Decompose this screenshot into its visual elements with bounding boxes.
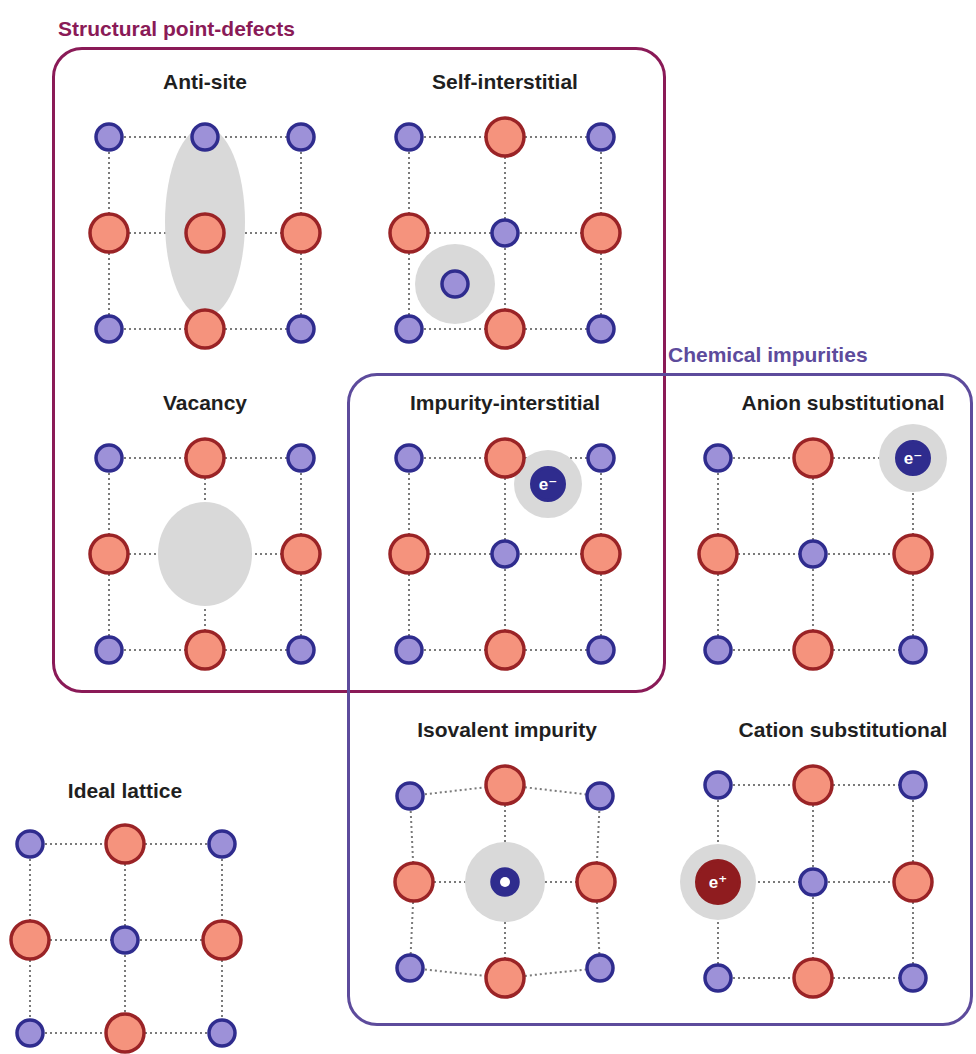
panel-title: Anti-site	[163, 70, 247, 94]
anion-atom	[288, 316, 314, 342]
impurity-atom: e⁻	[530, 466, 566, 502]
cation-atom	[395, 863, 433, 901]
anion-atom	[587, 783, 613, 809]
panel-title: Ideal lattice	[68, 779, 182, 803]
anion-atom	[209, 1020, 235, 1046]
anion-atom	[588, 124, 614, 150]
anion-atom	[900, 965, 926, 991]
anion-atom	[396, 124, 422, 150]
defect-highlight	[465, 842, 545, 922]
anion-atom	[800, 869, 826, 895]
cation-atom	[699, 535, 737, 573]
cation-atom	[577, 863, 615, 901]
isovalent-core	[500, 877, 510, 887]
cation-atom	[90, 535, 128, 573]
anion-atom	[492, 541, 518, 567]
anion-atom	[588, 316, 614, 342]
anion-atom	[96, 445, 122, 471]
cation-atom	[486, 766, 524, 804]
anion-atom	[396, 316, 422, 342]
anion-atom	[112, 927, 138, 953]
anion-atom	[705, 445, 731, 471]
cation-atom	[11, 921, 49, 959]
anion-atom	[96, 124, 122, 150]
cation-atom	[794, 439, 832, 477]
anion-atom	[96, 637, 122, 663]
impurity-atom: e⁺	[695, 859, 741, 905]
cation-atom	[390, 214, 428, 252]
cation-atom	[486, 959, 524, 997]
anion-atom	[96, 316, 122, 342]
anion-atom	[17, 1020, 43, 1046]
defect-highlight	[165, 127, 245, 317]
anion-atom	[192, 124, 218, 150]
anion-atom	[587, 955, 613, 981]
anion-atom	[288, 637, 314, 663]
cation-atom	[106, 825, 144, 863]
charge-label: e⁺	[709, 872, 727, 893]
anion-atom	[396, 445, 422, 471]
cation-atom	[186, 439, 224, 477]
panel-title: Isovalent impurity	[417, 718, 597, 742]
cation-atom	[486, 310, 524, 348]
cation-atom	[582, 214, 620, 252]
anion-atom	[588, 637, 614, 663]
vacancy-site	[158, 502, 252, 606]
cation-atom	[894, 535, 932, 573]
panel-title: Vacancy	[163, 391, 247, 415]
impurity-atom: e⁻	[895, 440, 931, 476]
charge-label: e⁻	[539, 474, 557, 495]
defect-highlight	[680, 844, 756, 920]
anion-atom	[209, 831, 235, 857]
anion-atom	[288, 124, 314, 150]
anion-atom	[397, 783, 423, 809]
panel-title: Cation substitutional	[739, 718, 948, 742]
cation-atom	[582, 535, 620, 573]
anion-atom	[288, 445, 314, 471]
defect-highlight	[415, 244, 495, 324]
cation-atom	[794, 959, 832, 997]
group-title: Structural point-defects	[58, 17, 295, 41]
anion-atom	[900, 772, 926, 798]
anion-atom	[442, 271, 468, 297]
cation-atom	[186, 631, 224, 669]
cation-atom	[282, 214, 320, 252]
panel-title: Impurity-interstitial	[410, 391, 600, 415]
anion-atom	[705, 965, 731, 991]
cation-atom	[90, 214, 128, 252]
anion-atom	[900, 637, 926, 663]
anion-atom	[705, 637, 731, 663]
chemical-group: Chemical impuritiese⁻e⁻e⁺	[347, 373, 973, 1026]
panel-title: Anion substitutional	[742, 391, 945, 415]
cation-atom	[186, 214, 224, 252]
cation-atom	[390, 535, 428, 573]
anion-atom	[492, 220, 518, 246]
group-title: Chemical impurities	[668, 343, 868, 367]
cation-atom	[486, 631, 524, 669]
anion-atom	[800, 541, 826, 567]
anion-atom	[588, 445, 614, 471]
anion-atom	[397, 955, 423, 981]
anion-atom	[396, 637, 422, 663]
cation-atom	[794, 631, 832, 669]
isovalent-atom	[492, 869, 518, 895]
cation-atom	[486, 439, 524, 477]
defect-highlight	[879, 424, 947, 492]
anion-atom	[17, 831, 43, 857]
charge-label: e⁻	[904, 448, 922, 469]
panel-title: Self-interstitial	[432, 70, 578, 94]
anion-atom	[705, 772, 731, 798]
cation-atom	[794, 766, 832, 804]
cation-atom	[106, 1014, 144, 1052]
cation-atom	[894, 863, 932, 901]
cation-atom	[486, 118, 524, 156]
cation-atom	[186, 310, 224, 348]
cation-atom	[282, 535, 320, 573]
cation-atom	[203, 921, 241, 959]
structural-group: Structural point-defects	[52, 47, 666, 693]
